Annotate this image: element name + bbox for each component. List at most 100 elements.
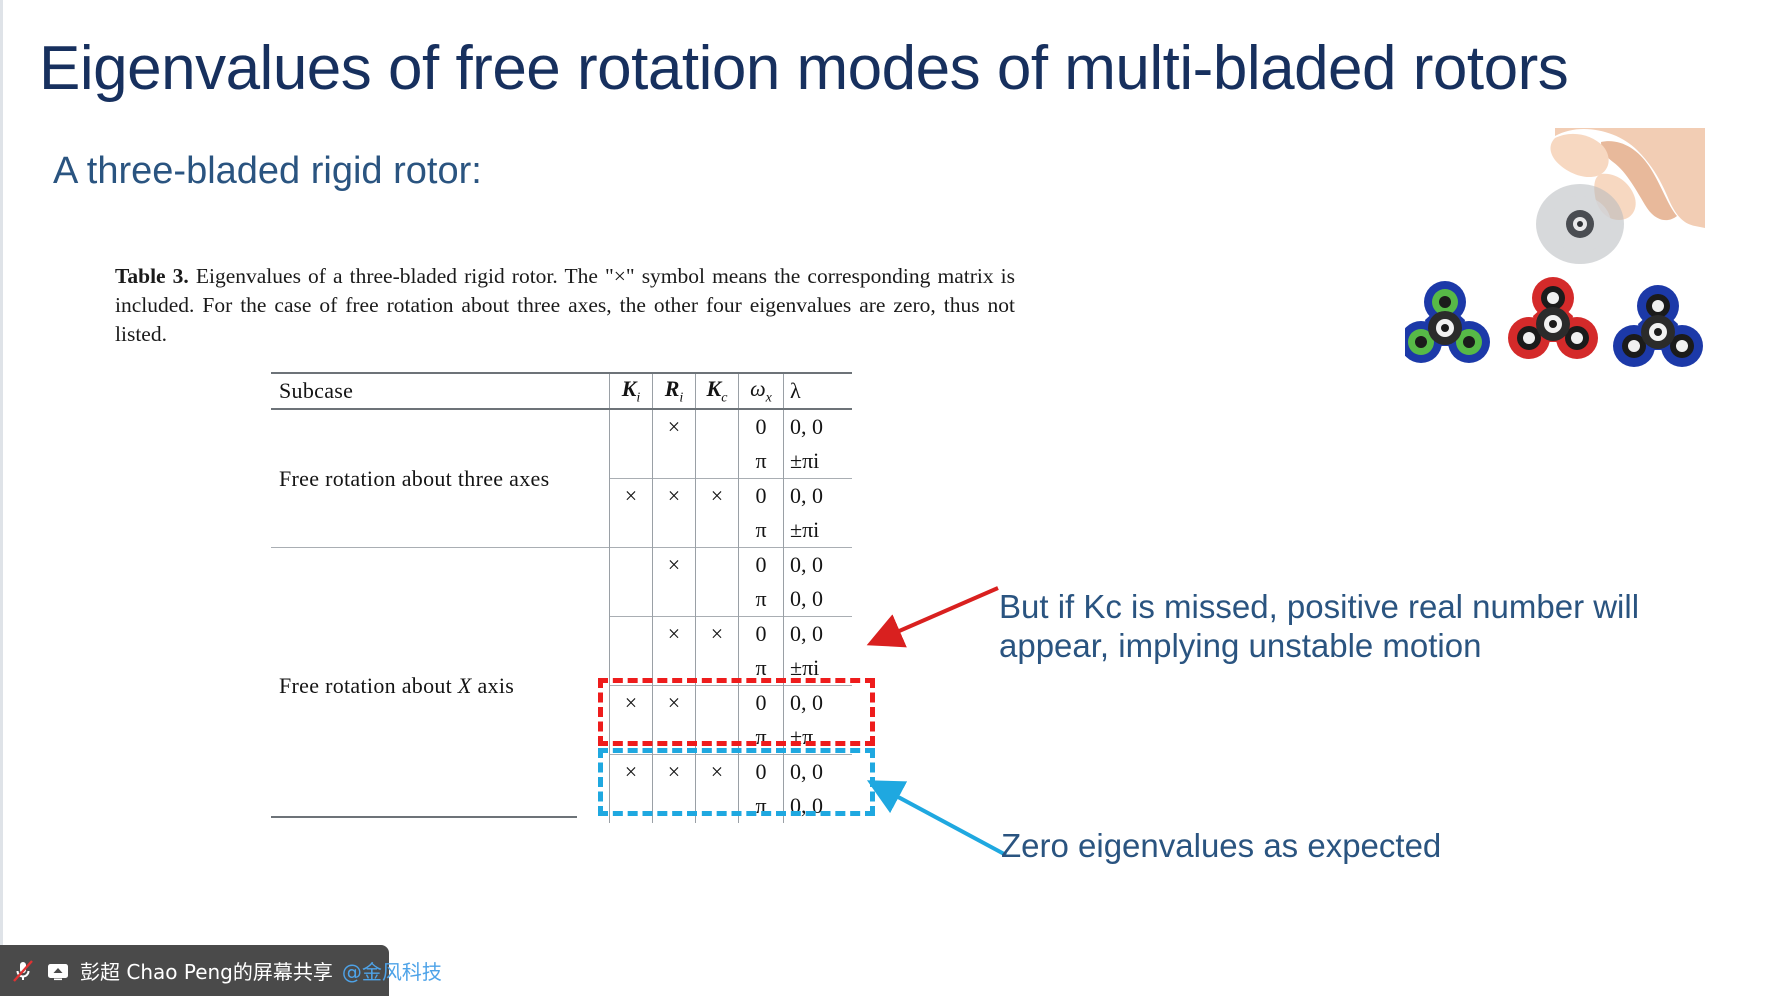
cell-omega: π <box>738 789 784 823</box>
microphone-muted-icon[interactable] <box>10 958 36 984</box>
screen-share-taskbar[interactable]: 彭超 Chao Peng的屏幕共享 @金风科技 <box>0 945 442 996</box>
annotation-blue-text: Zero eigenvalues as expected <box>1001 827 1442 864</box>
column-header-omega: ωx <box>738 372 784 409</box>
table-row: Free rotation about X axis × 0 0, 0 <box>271 547 852 823</box>
cell-kc: × <box>695 616 739 651</box>
table-bottom-rule <box>271 816 577 818</box>
cell-omega: 0 <box>738 547 784 582</box>
table-row: π ±πi <box>271 444 852 479</box>
cell-ki <box>609 408 653 444</box>
cell-lambda: 0, 0 <box>783 547 852 582</box>
blue-highlight-box <box>598 748 875 816</box>
ki-symbol: K <box>621 375 637 401</box>
table-row: π ±πi <box>271 513 852 548</box>
table-row-highlighted-blue: π 0, 0 <box>271 789 852 823</box>
cell-omega: π <box>738 444 784 479</box>
table-header-row: Subcase Ki Ri Kc ωx λ <box>271 372 852 409</box>
cell-ki <box>609 513 653 548</box>
cell-kc <box>695 444 739 479</box>
cell-omega: 0 <box>738 408 784 444</box>
table-caption: Table 3. Eigenvalues of a three-bladed r… <box>115 262 1015 349</box>
table-row: × × × 0 0, 0 <box>271 478 852 513</box>
cell-ri: × <box>652 754 696 789</box>
slide-subtitle: A three-bladed rigid rotor: <box>53 150 482 192</box>
cell-kc <box>695 789 739 823</box>
column-header-kc: Kc <box>695 372 739 409</box>
cell-ri <box>652 789 696 823</box>
cell-ki <box>609 582 653 617</box>
cell-ki <box>609 444 653 479</box>
cell-ki <box>609 616 653 651</box>
table-row-highlighted-blue: × × × 0 0, 0 <box>271 754 852 789</box>
cell-kc: × <box>695 478 739 513</box>
fidget-spinner-photo <box>1405 128 1705 416</box>
table-row: × × 0 0, 0 <box>271 616 852 651</box>
cell-lambda: 0, 0 <box>783 685 852 720</box>
annotation-red-text: But if Kc is missed, positive real numbe… <box>999 588 1640 664</box>
cell-kc <box>695 547 739 582</box>
cell-lambda: 0, 0 <box>783 582 852 617</box>
table-row: Free rotation about three axes × 0 0, 0 <box>271 408 852 548</box>
spinner-red <box>1508 277 1598 359</box>
ri-subscript: i <box>679 390 684 406</box>
column-header-subcase: Subcase <box>271 372 610 409</box>
share-owner-label: 彭超 Chao Peng的屏幕共享 <box>80 960 333 984</box>
omega-subscript: x <box>765 390 772 406</box>
cell-omega: 0 <box>738 754 784 789</box>
ri-symbol: R <box>664 375 680 401</box>
cell-lambda: 0, 0 <box>783 408 852 444</box>
cell-omega: 0 <box>738 478 784 513</box>
page-title: Eigenvalues of free rotation modes of mu… <box>39 34 1569 103</box>
cell-omega: 0 <box>738 616 784 651</box>
blue-arrow <box>866 780 1007 857</box>
ki-subscript: i <box>636 390 641 406</box>
red-highlight-box <box>598 678 875 746</box>
cell-kc: × <box>695 754 739 789</box>
hand-illustration <box>1536 128 1705 264</box>
cell-ki: × <box>609 478 653 513</box>
cell-ri <box>652 513 696 548</box>
cell-ri <box>652 582 696 617</box>
table-row: π 0, 0 <box>271 582 852 617</box>
cell-ri <box>652 444 696 479</box>
cell-ri: × <box>652 685 696 720</box>
column-header-ki: Ki <box>609 372 653 409</box>
cell-omega: 0 <box>738 685 784 720</box>
cell-ri: × <box>652 478 696 513</box>
column-header-ri: Ri <box>652 372 696 409</box>
cell-ri: × <box>652 547 696 582</box>
cell-ki: × <box>609 754 653 789</box>
table-caption-label: Table 3. <box>115 264 189 288</box>
spinner-green <box>1405 281 1490 363</box>
cell-ri: × <box>652 408 696 444</box>
column-header-lambda: λ <box>783 372 852 409</box>
table-caption-text: Eigenvalues of a three-bladed rigid roto… <box>115 264 1016 347</box>
cell-lambda: ±πi <box>783 444 852 479</box>
cell-ki <box>609 789 653 823</box>
cell-lambda: 0, 0 <box>783 478 852 513</box>
cell-lambda: 0, 0 <box>783 754 852 789</box>
screen-share-icon[interactable] <box>45 958 71 984</box>
cell-kc <box>695 408 739 444</box>
table-row-highlighted-red: × × 0 0, 0 <box>271 685 852 720</box>
spinner-blue <box>1613 285 1703 367</box>
eigenvalue-table: Subcase Ki Ri Kc ωx λ Free rotation abou… <box>271 372 852 823</box>
red-arrow <box>866 586 999 648</box>
cell-kc <box>695 685 739 720</box>
subcase-cell-three-axes: Free rotation about three axes <box>271 408 610 548</box>
kc-subscript: c <box>721 390 728 406</box>
cell-omega: π <box>738 513 784 548</box>
omega-symbol: ω <box>750 375 766 401</box>
cell-kc <box>695 513 739 548</box>
cell-kc <box>695 582 739 617</box>
cell-lambda: 0, 0 <box>783 616 852 651</box>
cell-ri: × <box>652 616 696 651</box>
cell-omega: π <box>738 582 784 617</box>
subcase-label-x-axis: Free rotation about X axis <box>279 672 515 698</box>
share-org-label: @金风科技 <box>341 960 442 984</box>
cell-ki <box>609 547 653 582</box>
subcase-cell-x-axis: Free rotation about X axis <box>271 547 610 823</box>
cell-lambda: ±πi <box>783 513 852 548</box>
kc-symbol: K <box>706 375 722 401</box>
